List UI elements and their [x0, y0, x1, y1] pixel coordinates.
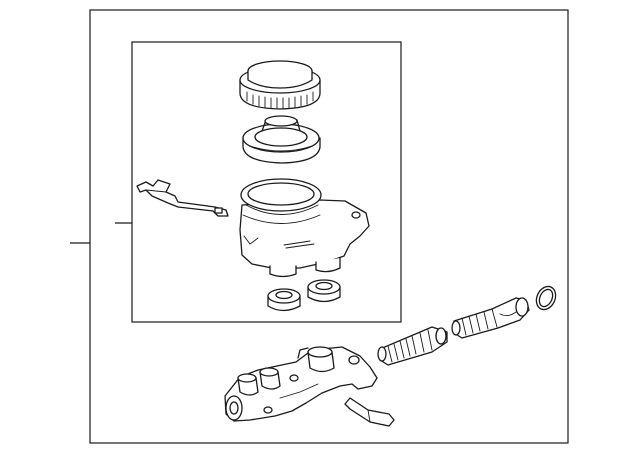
- outer-frame: [89, 9, 569, 444]
- level-warning-switch: [136, 179, 229, 217]
- reservoir-strainer: [242, 115, 321, 164]
- grommet-right: [307, 279, 341, 303]
- bleeder-pin: [344, 397, 395, 427]
- secondary-piston-assembly: [451, 297, 530, 339]
- brake-fluid-reservoir: [239, 178, 370, 278]
- master-cylinder-body: [224, 346, 378, 422]
- reservoir-subassembly-frame: [131, 41, 402, 323]
- grommet-left: [267, 288, 301, 312]
- primary-piston-assembly: [377, 326, 448, 366]
- reservoir-cap: [239, 60, 321, 110]
- o-ring: [535, 285, 557, 311]
